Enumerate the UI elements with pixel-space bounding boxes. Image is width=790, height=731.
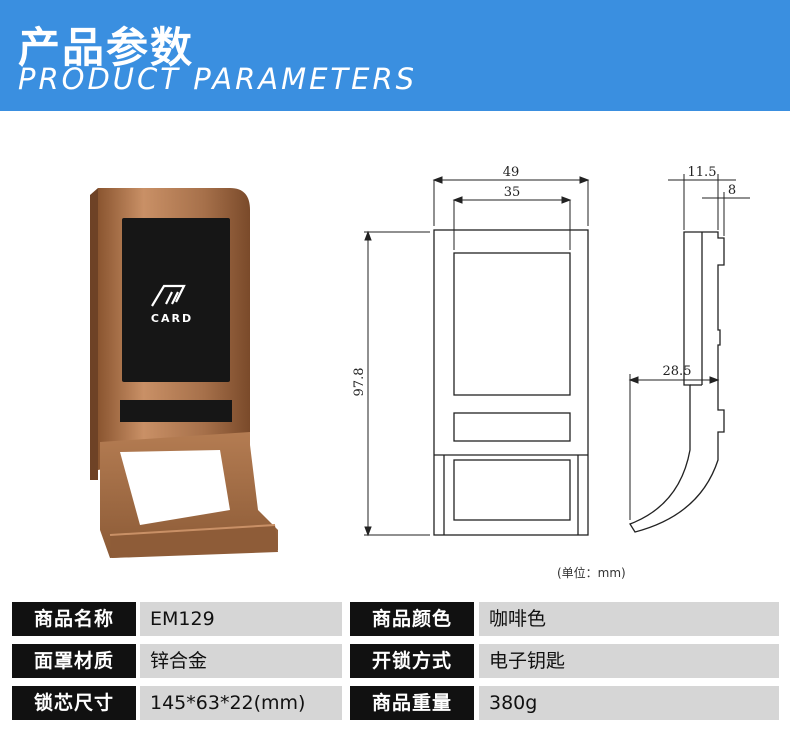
dim-side-top: 11.5 — [688, 165, 717, 180]
product-photo: CARD — [90, 188, 278, 558]
dim-side-small: 8 — [728, 183, 736, 198]
spec-label: 面罩材质 — [12, 644, 136, 678]
spec-value: 380g — [479, 686, 779, 720]
spec-table: 商品名称 EM129 商品颜色 咖啡色 面罩材质 锌合金 开锁方式 电子钥匙 锁… — [0, 602, 790, 722]
page-title: 产品参数 — [18, 23, 195, 72]
spec-row: 锁芯尺寸 145*63*22(mm) 商品重量 380g — [0, 686, 790, 720]
spec-value: 咖啡色 — [479, 602, 779, 636]
dim-width-inner: 35 — [504, 185, 521, 200]
spec-label: 商品名称 — [12, 602, 136, 636]
unit-note: (单位：mm) — [557, 566, 626, 580]
spec-label: 开锁方式 — [350, 644, 474, 678]
spec-label: 商品颜色 — [350, 602, 474, 636]
card-icon — [151, 284, 186, 307]
spec-label: 锁芯尺寸 — [12, 686, 136, 720]
dim-side-mid: 28.5 — [663, 364, 692, 379]
spec-value: EM129 — [140, 602, 342, 636]
spec-value: 锌合金 — [140, 644, 342, 678]
spec-row: 商品名称 EM129 商品颜色 咖啡色 — [0, 602, 790, 636]
dim-width-outer: 49 — [503, 165, 520, 180]
header-banner: 产品参数 PRODUCT PARAMETERS — [0, 0, 790, 111]
spec-value: 145*63*22(mm) — [140, 686, 342, 720]
spec-value: 电子钥匙 — [479, 644, 779, 678]
dim-height: 97.8 — [352, 368, 367, 397]
card-label: CARD — [151, 312, 193, 325]
technical-drawing: 49 35 97.8 11.5 8 28.5 — [352, 165, 750, 537]
page-subtitle: PRODUCT PARAMETERS — [18, 62, 418, 96]
spec-row: 面罩材质 锌合金 开锁方式 电子钥匙 — [0, 644, 790, 678]
spec-label: 商品重量 — [350, 686, 474, 720]
slot-panel — [120, 400, 232, 422]
